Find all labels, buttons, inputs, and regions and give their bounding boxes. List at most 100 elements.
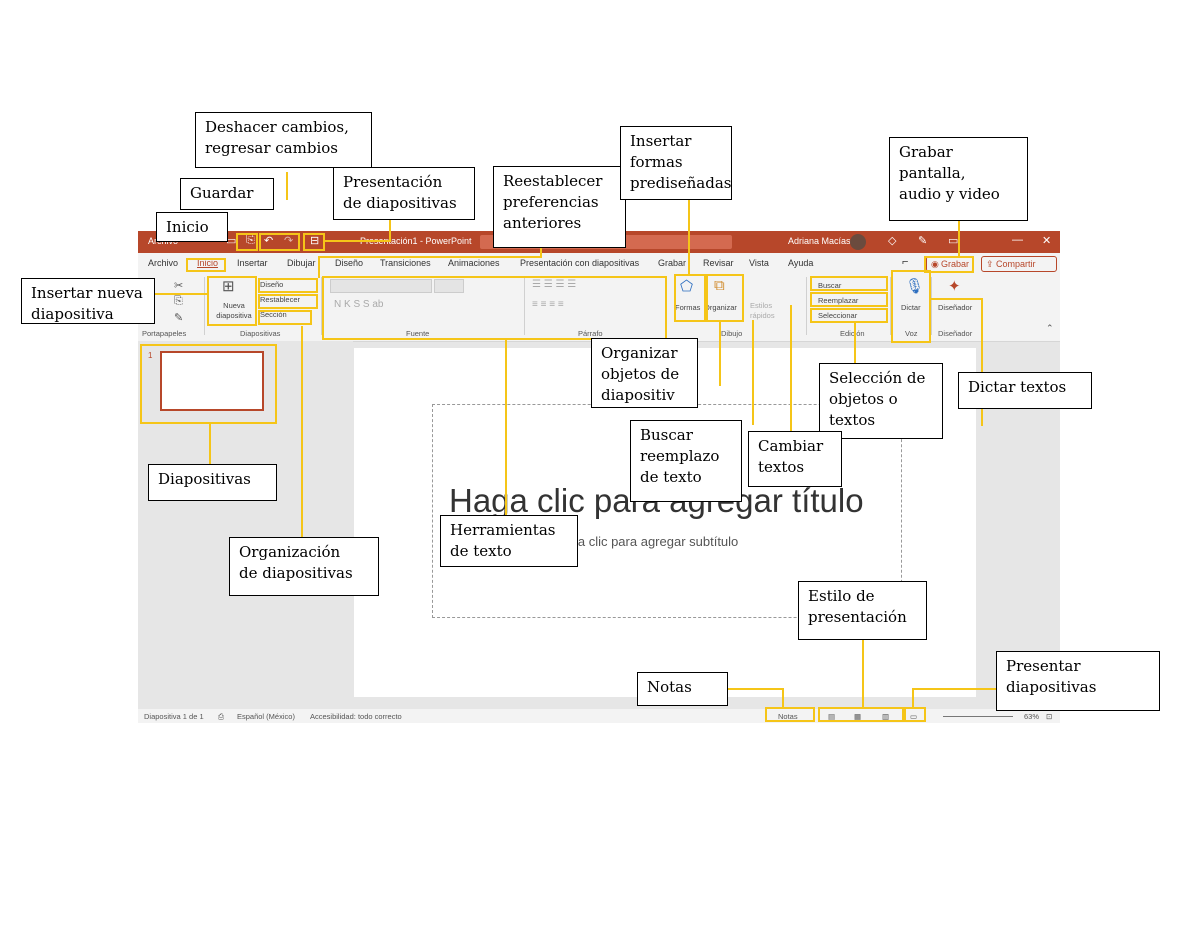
- group-fuente: Fuente: [406, 329, 430, 338]
- share-icon: ⇪: [986, 259, 994, 269]
- select-button[interactable]: Seleccionar: [818, 311, 858, 320]
- cut-icon[interactable]: ✂: [174, 280, 184, 292]
- quick-styles-button[interactable]: Estilos rápidos: [750, 301, 775, 320]
- record-button-label: Grabar: [941, 259, 970, 269]
- annotation-organizar: Organizar objetos de diapositiv: [591, 338, 698, 408]
- tab-transiciones[interactable]: Transiciones: [380, 258, 431, 268]
- layout-button[interactable]: Diseño: [260, 280, 284, 289]
- share-button-label: Compartir: [996, 259, 1036, 269]
- record-icon: ◉: [931, 259, 939, 269]
- microphone-icon[interactable]: 🎙: [905, 278, 925, 295]
- tab-animaciones[interactable]: Animaciones: [448, 258, 500, 268]
- slideshow-icon[interactable]: ▭: [910, 712, 918, 721]
- annotation-presentacion: Presentación de diapositivas: [333, 167, 475, 220]
- group-parrafo: Párrafo: [578, 329, 603, 338]
- format-painter-icon[interactable]: ✎: [174, 312, 184, 324]
- group-portapapeles: Portapapeles: [142, 329, 187, 338]
- slide-thumbnail[interactable]: [160, 351, 264, 411]
- tab-inicio[interactable]: Inicio: [197, 258, 219, 268]
- group-diapositivas: Diapositivas: [240, 329, 281, 338]
- sorter-view-icon[interactable]: ▦: [854, 712, 862, 721]
- arrange-icon[interactable]: ⧉: [714, 277, 725, 294]
- restore-icon[interactable]: ▭: [948, 235, 959, 247]
- reset-button[interactable]: Restablecer: [260, 295, 301, 304]
- diamond-icon[interactable]: ◇: [888, 235, 897, 247]
- spellcheck-icon[interactable]: ⎙: [218, 712, 224, 721]
- tab-vista[interactable]: Vista: [749, 258, 769, 268]
- group-edicion: Edición: [840, 329, 865, 338]
- fit-icon[interactable]: ⊡: [1046, 712, 1053, 721]
- designer-icon[interactable]: ✦: [948, 278, 961, 295]
- annotation-estilo: Estilo de presentación: [798, 581, 927, 640]
- tab-diseno[interactable]: Diseño: [335, 258, 364, 268]
- status-bar: Diapositiva 1 de 1 ⎙ Español (México) Ac…: [138, 709, 1060, 723]
- annotation-diapositivas: Diapositivas: [148, 464, 277, 501]
- language-label[interactable]: Español (México): [237, 712, 295, 721]
- tab-revisar[interactable]: Revisar: [703, 258, 734, 268]
- annotation-herramientas: Herramientas de texto: [440, 515, 578, 567]
- annotation-dictar: Dictar textos: [958, 372, 1092, 409]
- zoom-slider[interactable]: [943, 716, 1013, 717]
- tab-archivo[interactable]: Archivo: [148, 258, 179, 268]
- annotation-restablecer: Reestablecer preferencias anteriores: [493, 166, 626, 248]
- user-name: Adriana Macías: [788, 236, 851, 246]
- font-size-select[interactable]: [434, 279, 464, 293]
- thumb-number: 1: [148, 351, 153, 360]
- annotation-formas: Insertar formas prediseñadas: [620, 126, 732, 200]
- align-icon[interactable]: ≡ ≡ ≡ ≡: [532, 299, 564, 310]
- tab-grabar[interactable]: Grabar: [658, 258, 687, 268]
- save-icon[interactable]: ▭: [226, 235, 237, 247]
- replace-button[interactable]: Reemplazar: [818, 296, 859, 305]
- collapse-ribbon-icon[interactable]: ⌃: [1046, 323, 1054, 333]
- annotation-notas: Notas: [637, 672, 728, 706]
- annotation-seleccion: Selección de objetos o textos: [819, 363, 943, 439]
- group-voz: Voz: [905, 329, 918, 338]
- annotation-nueva-diapositiva: Insertar nueva diapositiva: [21, 278, 155, 324]
- bold-icon[interactable]: N K S S ab: [334, 299, 384, 310]
- undo-icon[interactable]: ↶: [264, 235, 274, 247]
- slideshow-start-icon[interactable]: ⊟: [310, 235, 320, 247]
- share-button[interactable]: ⇪ Compartir: [981, 256, 1057, 272]
- shapes-icon[interactable]: ⬠: [680, 278, 694, 295]
- annotation-grabar: Grabar pantalla, audio y video: [889, 137, 1028, 221]
- avatar[interactable]: [850, 234, 866, 250]
- ribbon-tabs: Archivo Inicio Insertar Dibujar Diseño T…: [138, 253, 1060, 273]
- font-family-select[interactable]: [330, 279, 432, 293]
- redo-icon[interactable]: ↷: [284, 235, 294, 247]
- comment-icon[interactable]: ⌐: [902, 256, 909, 268]
- subtitle-placeholder[interactable]: Haga clic para agregar subtítulo: [554, 534, 739, 549]
- reading-view-icon[interactable]: ▥: [882, 712, 890, 721]
- arrange-button[interactable]: Organizar: [704, 303, 737, 312]
- annotation-organizacion: Organización de diapositivas: [229, 537, 379, 596]
- find-button[interactable]: Buscar: [818, 281, 842, 290]
- accessibility-status[interactable]: Accesibilidad: todo correcto: [310, 712, 402, 721]
- zoom-level[interactable]: 63%: [1024, 712, 1040, 721]
- notes-button[interactable]: Notas: [778, 712, 798, 721]
- annotation-inicio: Inicio: [156, 212, 228, 242]
- tab-dibujar[interactable]: Dibujar: [287, 258, 316, 268]
- tab-presentacion[interactable]: Presentación con diapositivas: [520, 258, 640, 268]
- tab-ayuda[interactable]: Ayuda: [788, 258, 814, 268]
- new-slide-icon[interactable]: ⊞: [222, 278, 235, 295]
- annotation-presentar: Presentar diapositivas: [996, 651, 1160, 711]
- dictate-button[interactable]: Dictar: [901, 303, 921, 312]
- annotation-guardar: Guardar: [180, 178, 274, 210]
- tab-insertar[interactable]: Insertar: [237, 258, 268, 268]
- minimize-icon[interactable]: —: [1012, 234, 1023, 246]
- shapes-button[interactable]: Formas: [675, 303, 701, 312]
- slide-thumbnails: 1: [138, 341, 353, 711]
- copy-icon[interactable]: ⎘: [174, 295, 183, 307]
- document-title: Presentación1 - PowerPoint: [360, 236, 472, 246]
- annotation-cambiar: Cambiar textos: [748, 431, 842, 487]
- quick-access-icon[interactable]: ⎘: [246, 234, 255, 246]
- group-disenador: Diseñador: [938, 329, 973, 338]
- pen-icon[interactable]: ✎: [918, 235, 928, 247]
- section-button[interactable]: Sección: [260, 310, 287, 319]
- close-icon[interactable]: ✕: [1042, 235, 1052, 247]
- slide-count: Diapositiva 1 de 1: [144, 712, 204, 721]
- bullets-icon[interactable]: ☰ ☰ ☰ ☰: [532, 279, 577, 290]
- normal-view-icon[interactable]: ▤: [828, 712, 836, 721]
- group-dibujo: Dibujo: [721, 329, 743, 338]
- designer-button[interactable]: Diseñador: [938, 303, 973, 312]
- new-slide-button[interactable]: Nueva diapositiva: [216, 301, 252, 320]
